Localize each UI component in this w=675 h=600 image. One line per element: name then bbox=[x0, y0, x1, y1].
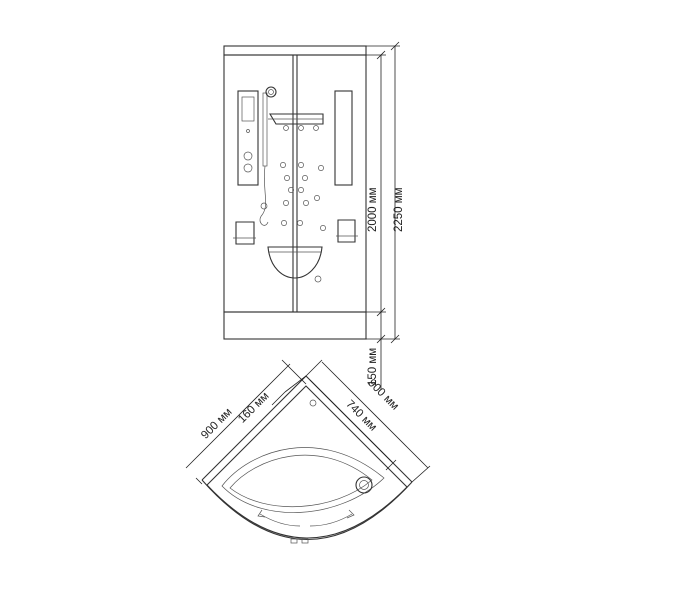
control-panel bbox=[237, 90, 259, 186]
shower-rail bbox=[262, 92, 268, 167]
label-door-offset: 160 мм bbox=[236, 390, 272, 426]
side-shelf-left bbox=[235, 221, 255, 245]
label-width-left: 900 мм bbox=[199, 406, 235, 442]
shower-head-icon bbox=[265, 86, 277, 98]
massage-jets bbox=[280, 162, 326, 231]
drain-icon bbox=[355, 476, 373, 494]
label-height-cabin: 2000 мм bbox=[367, 187, 379, 232]
cabin-tray bbox=[223, 311, 367, 340]
door-handle bbox=[290, 538, 298, 544]
top-view: 900 мм 160 мм 900 мм 740 мм bbox=[185, 359, 431, 544]
top-shelf bbox=[269, 113, 324, 125]
light-strip bbox=[334, 90, 353, 186]
cabin-top-cap bbox=[223, 45, 367, 56]
control-knob-icon bbox=[243, 151, 253, 161]
label-tray-height: 150 мм bbox=[367, 348, 379, 386]
side-shelf-right bbox=[337, 219, 356, 243]
label-width-right: 900 мм bbox=[365, 377, 401, 413]
front-view: 2000 мм 2250 мм 150 мм bbox=[223, 41, 405, 390]
cabin-body bbox=[223, 54, 367, 313]
label-height-total: 2250 мм bbox=[393, 187, 405, 232]
seat bbox=[267, 246, 323, 279]
